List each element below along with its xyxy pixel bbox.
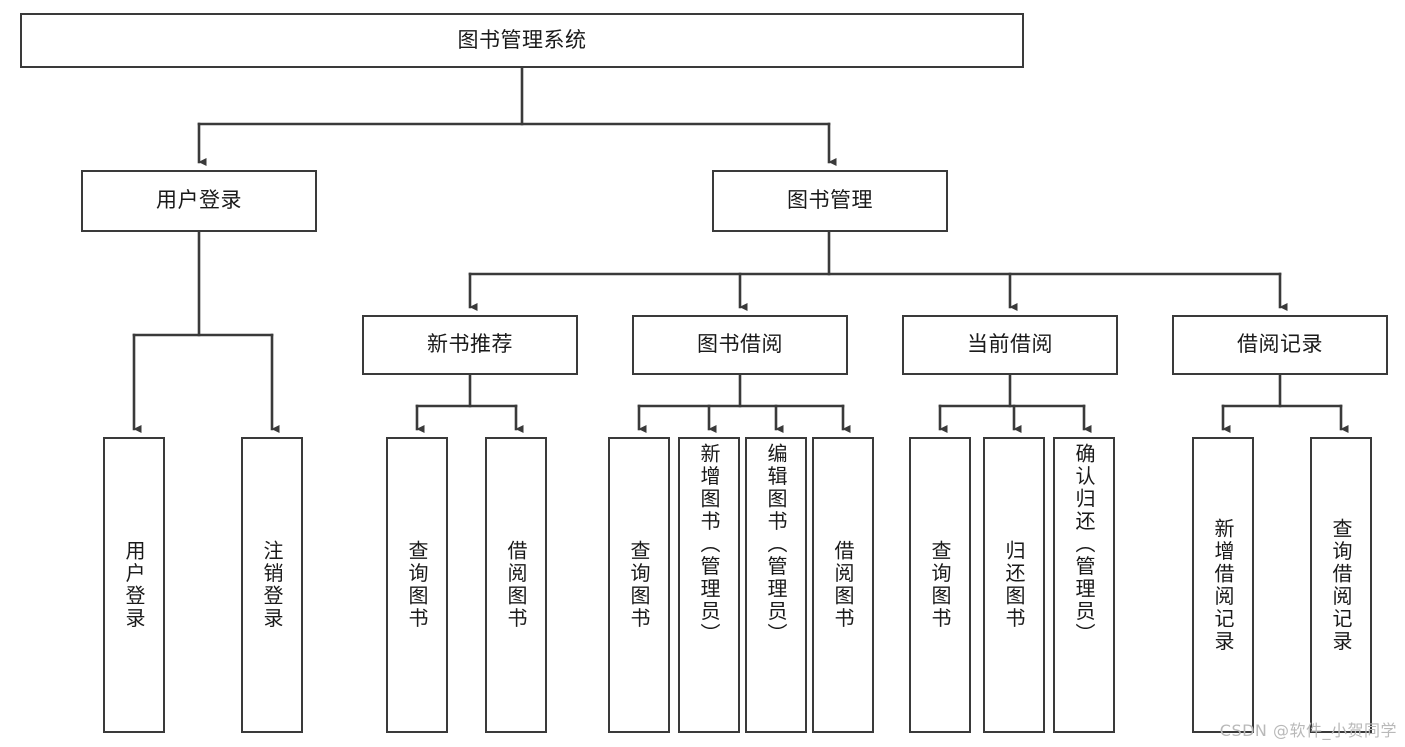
node-root[interactable]: 图书管理系统 xyxy=(20,13,1024,68)
leaf-query-borrow-record-label: 查询借阅记录 xyxy=(1329,517,1353,653)
node-new-book-recommend-label: 新书推荐 xyxy=(427,332,513,357)
watermark: CSDN @软件_小贺同学 xyxy=(1219,721,1397,740)
leaf-query-book-current-label: 查询图书 xyxy=(928,540,952,630)
leaf-query-book-borrow[interactable]: 查询图书 xyxy=(608,437,670,733)
node-new-book-recommend[interactable]: 新书推荐 xyxy=(362,315,578,375)
node-book-manage[interactable]: 图书管理 xyxy=(712,170,948,232)
leaf-user-login[interactable]: 用户登录 xyxy=(103,437,165,733)
leaf-borrow-book-recommend-label: 借阅图书 xyxy=(504,540,528,630)
node-user-login-label: 用户登录 xyxy=(156,188,242,213)
leaf-edit-book[interactable]: 编辑图书（管理员） xyxy=(745,437,807,733)
node-current-borrow-label: 当前借阅 xyxy=(967,332,1053,357)
node-current-borrow[interactable]: 当前借阅 xyxy=(902,315,1118,375)
leaf-query-book-recommend-label: 查询图书 xyxy=(405,540,429,630)
leaf-borrow-book-borrow[interactable]: 借阅图书 xyxy=(812,437,874,733)
leaf-borrow-book-recommend[interactable]: 借阅图书 xyxy=(485,437,547,733)
node-book-borrow-label: 图书借阅 xyxy=(697,332,783,357)
leaf-borrow-book-borrow-label: 借阅图书 xyxy=(831,540,855,630)
leaf-edit-book-label: 编辑图书（管理员） xyxy=(764,443,788,646)
leaf-logout[interactable]: 注销登录 xyxy=(241,437,303,733)
leaf-logout-label: 注销登录 xyxy=(260,540,284,630)
leaf-user-login-label: 用户登录 xyxy=(122,540,146,630)
node-root-label: 图书管理系统 xyxy=(457,27,587,52)
leaf-add-book-label: 新增图书（管理员） xyxy=(697,443,721,646)
leaf-return-book-label: 归还图书 xyxy=(1002,540,1026,630)
leaf-query-book-recommend[interactable]: 查询图书 xyxy=(386,437,448,733)
leaf-confirm-return-label: 确认归还（管理员） xyxy=(1072,443,1096,646)
node-user-login[interactable]: 用户登录 xyxy=(81,170,317,232)
node-book-manage-label: 图书管理 xyxy=(787,188,873,213)
leaf-add-borrow-record[interactable]: 新增借阅记录 xyxy=(1192,437,1254,733)
node-borrow-record[interactable]: 借阅记录 xyxy=(1172,315,1388,375)
leaf-add-borrow-record-label: 新增借阅记录 xyxy=(1211,517,1235,653)
leaf-query-book-current[interactable]: 查询图书 xyxy=(909,437,971,733)
node-borrow-record-label: 借阅记录 xyxy=(1237,332,1323,357)
leaf-query-book-borrow-label: 查询图书 xyxy=(627,540,651,630)
node-book-borrow[interactable]: 图书借阅 xyxy=(632,315,848,375)
leaf-confirm-return[interactable]: 确认归还（管理员） xyxy=(1053,437,1115,733)
leaf-return-book[interactable]: 归还图书 xyxy=(983,437,1045,733)
leaf-add-book[interactable]: 新增图书（管理员） xyxy=(678,437,740,733)
leaf-query-borrow-record[interactable]: 查询借阅记录 xyxy=(1310,437,1372,733)
